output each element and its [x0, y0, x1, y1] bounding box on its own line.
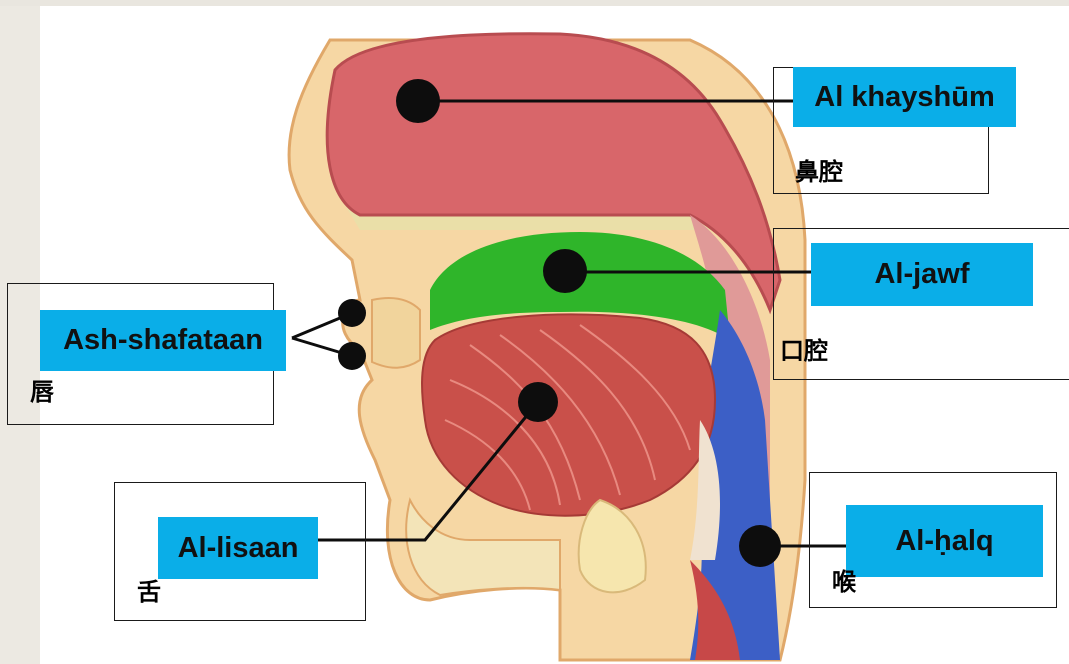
- lips-shape: [372, 298, 420, 368]
- lips-term-label: Ash-shafataan: [40, 310, 286, 371]
- nasal-chinese-label: 鼻腔: [795, 152, 843, 187]
- nasal-term-label: Al khayshūm: [793, 67, 1016, 127]
- tongue-marker-dot: [518, 382, 558, 422]
- tongue-shape: [422, 314, 715, 515]
- oral-chinese-label: 口腔: [780, 331, 828, 366]
- oral-term-label: Al-jawf: [811, 243, 1033, 306]
- tongue-term-label: Al-lisaan: [158, 517, 318, 579]
- throat-marker-dot: [739, 525, 781, 567]
- tongue-chinese-label: 舌: [137, 572, 161, 607]
- lips-marker-dot-lower: [338, 342, 366, 370]
- oral-marker-dot: [543, 249, 587, 293]
- throat-term-label: Al-ḥalq: [846, 505, 1043, 577]
- nasal-marker-dot: [396, 79, 440, 123]
- top-margin-shade: [0, 0, 1069, 6]
- throat-chinese-label: 喉: [832, 562, 856, 597]
- lips-chinese-label: 唇: [30, 372, 54, 407]
- lips-marker-dot-upper: [338, 299, 366, 327]
